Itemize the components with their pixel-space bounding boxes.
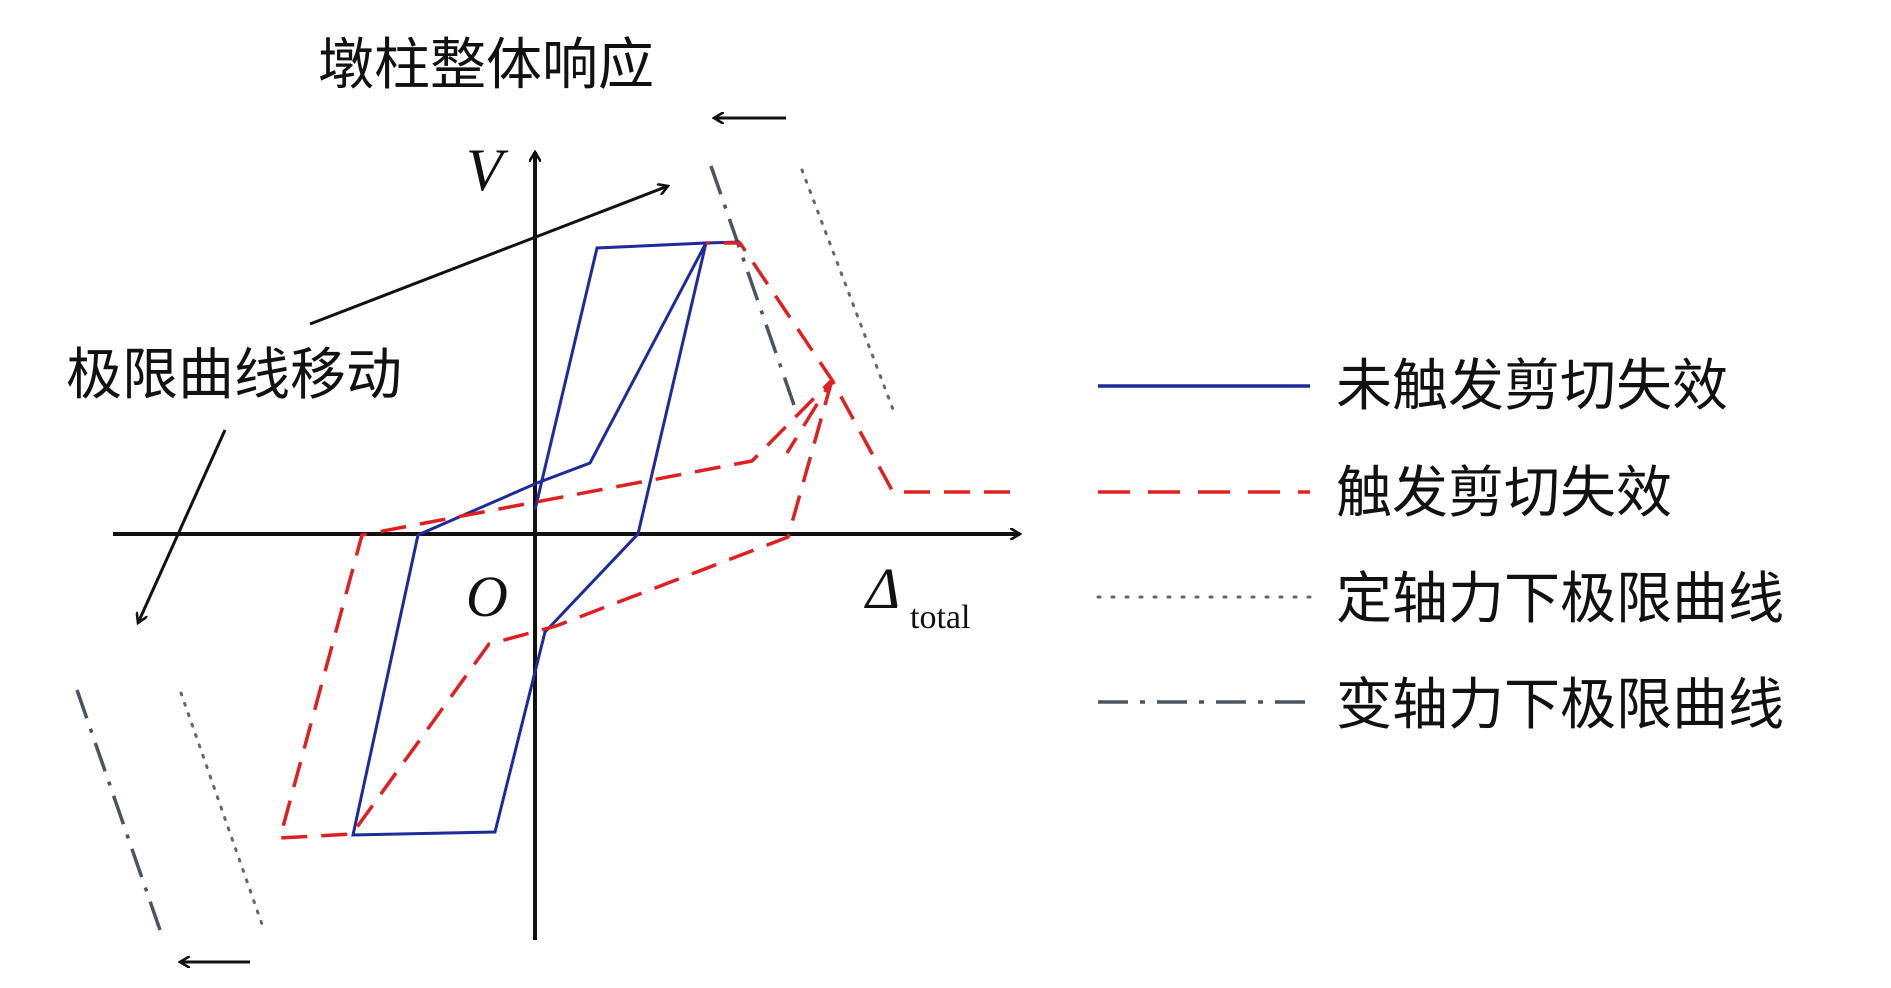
legend: 未触发剪切失效 触发剪切失效 定轴力下极限曲线 变轴力下极限曲线: [1096, 354, 1784, 738]
limit-curve-variable-axial: [75, 165, 796, 931]
arrow-limit-move-lower: [138, 429, 227, 623]
diagram-title: 墩柱整体响应: [318, 33, 654, 98]
x-axis-label: Δ: [864, 556, 900, 621]
curve-no-shear-failure-loop: [351, 241, 708, 837]
origin-label: O: [466, 564, 508, 629]
limit-curve-constant-axial: [179, 168, 896, 932]
legend-label-shear-failure: 触发剪切失效: [1336, 461, 1672, 526]
limit-curve-constant-axial-upper: [800, 168, 896, 414]
limit-curve-variable-axial-lower: [75, 689, 162, 931]
curve-shear-failure-hysteresis: [277, 378, 834, 840]
axes: V O Δ total: [113, 137, 1020, 940]
annotation-limit-move: 极限曲线移动: [66, 343, 402, 408]
legend-label-variable-axial: 变轴力下极限曲线: [1336, 673, 1784, 738]
x-axis-label-subscript: total: [910, 599, 970, 636]
limit-curve-variable-axial-upper: [709, 165, 796, 406]
legend-label-no-shear-failure: 未触发剪切失效: [1336, 354, 1728, 419]
legend-label-constant-axial: 定轴力下极限曲线: [1336, 567, 1784, 632]
y-axis-label: V: [466, 137, 509, 203]
arrow-limit-move-upper: [309, 186, 668, 326]
curve-shear-failure: [277, 241, 1010, 840]
curve-no-shear-failure: [351, 240, 741, 837]
limit-curve-constant-axial-lower: [179, 691, 266, 932]
annotation-arrows: [138, 118, 786, 962]
